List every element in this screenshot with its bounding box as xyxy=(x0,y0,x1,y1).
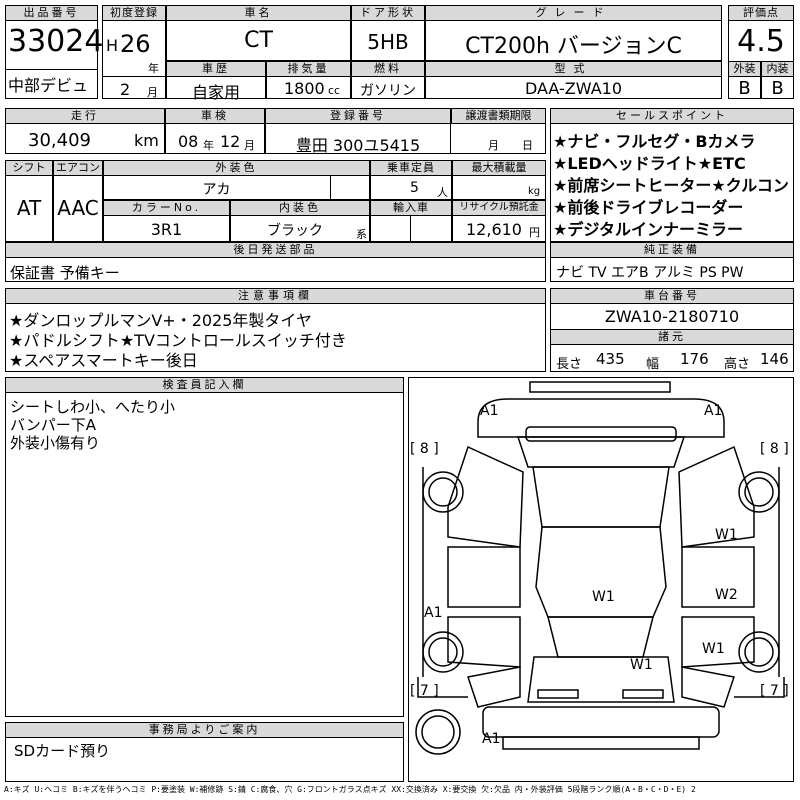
month-unit: 月 xyxy=(147,86,158,99)
door-type: 5HB xyxy=(367,30,409,54)
later-parts-value: 保証書 予備キー xyxy=(10,264,120,282)
displacement-unit: cc xyxy=(328,84,341,97)
inspector-header: 検査員記入欄 xyxy=(5,377,404,393)
int-grade: B xyxy=(771,78,784,99)
capacity-unit: 人 xyxy=(437,186,448,199)
legend: A:キズ U:ヘコミ B:キズを伴うヘコミ P:要塗装 W:補修跡 S:錆 C:… xyxy=(4,785,696,794)
int-color-value: ブラック xyxy=(267,223,323,239)
sales-points-header: セールスポイント xyxy=(550,108,794,124)
office-value: SDカード預り xyxy=(14,742,111,760)
chassis-header: 車台番号 xyxy=(550,288,794,304)
height-label: 高さ xyxy=(724,357,751,372)
inspection-year: 08 xyxy=(178,132,199,151)
sales-point-4: ★前後ドライブレコーダー xyxy=(553,198,744,217)
mileage-value: 30,409 xyxy=(28,130,91,151)
sales-point-5: ★デジタルインナーミラー xyxy=(553,220,744,239)
equipment-value: ナビ TV エアB アルミ PS PW xyxy=(556,265,744,281)
mark-w2-right-rear: W2 xyxy=(715,587,738,603)
ext-grade: B xyxy=(738,78,751,99)
era: H xyxy=(106,36,119,55)
inspection-month: 12 xyxy=(220,132,241,151)
mileage-unit: km xyxy=(134,131,159,150)
first-reg-header: 初度登録 xyxy=(102,5,166,21)
inspection-year-unit: 年 xyxy=(203,139,214,152)
transfer-month-unit: 月 xyxy=(488,139,499,152)
office-header: 事務局よりご案内 xyxy=(5,722,404,738)
color-no-header: カラーNo. xyxy=(103,200,230,216)
aircon-header: エアコン xyxy=(53,160,103,176)
lot-number: 33024 xyxy=(8,24,104,59)
mark-a1-front-left: A1 xyxy=(480,403,498,419)
max-load-header: 最大積載量 xyxy=(452,160,546,176)
length-value: 435 xyxy=(596,350,625,368)
lot-header: 出品番号 xyxy=(5,5,98,21)
transfer-header: 譲渡書類期限 xyxy=(451,108,546,124)
inspection-month-unit: 月 xyxy=(244,139,255,152)
displacement-header: 排気量 xyxy=(266,61,351,77)
notes-header: 注意事項欄 xyxy=(5,288,546,304)
shift-value: AT xyxy=(16,196,42,220)
model-code: DAA-ZWA10 xyxy=(524,79,622,98)
mark-w1-rear: W1 xyxy=(630,657,653,673)
mark-a1-rear: A1 xyxy=(482,731,500,747)
int-color-suffix: 系 xyxy=(356,228,367,241)
inspector-line-3: 外装小傷有り xyxy=(10,434,101,452)
sales-point-2: ★LEDヘッドライト★ETC xyxy=(553,154,746,173)
fuel-value: ガソリン xyxy=(360,83,416,99)
ext-color-value: アカ xyxy=(202,182,231,198)
note-2: ★パドルシフト★TVコントロールスイッチ付き xyxy=(9,331,347,350)
car-diagram xyxy=(408,377,794,782)
first-reg-month: 2 xyxy=(120,80,131,99)
year-unit: 年 xyxy=(148,62,159,75)
score-header: 評価点 xyxy=(728,5,794,21)
mark-a1-left: A1 xyxy=(424,605,442,621)
note-3: ★スペアスマートキー後日 xyxy=(9,351,198,370)
width-value: 176 xyxy=(680,350,709,368)
recycle-value: 12,610 xyxy=(466,220,522,239)
first-reg-year: 26 xyxy=(120,30,151,58)
mark-w1-right-lower: W1 xyxy=(702,641,725,657)
grade-value: CT200h バージョンC xyxy=(465,34,682,59)
plate-value: 豊田 300ユ5415 xyxy=(295,136,421,155)
transfer-day-unit: 日 xyxy=(522,139,533,152)
dims-header: 諸元 xyxy=(550,329,794,345)
mark-w1-roof: W1 xyxy=(592,589,615,605)
region-label: 中部デビュ xyxy=(8,76,89,95)
color-no-value: 3R1 xyxy=(150,220,183,239)
aircon-value: AAC xyxy=(57,196,99,220)
mark-tire-fr: [ 8 ] xyxy=(760,441,789,457)
car-name: CT xyxy=(244,28,273,53)
car-diagram-drawing: A1 A1 [ 8 ] [ 8 ] W1 W1 W2 A1 W1 W1 [ 7 … xyxy=(410,381,789,755)
mark-a1-front-right: A1 xyxy=(704,403,722,419)
mark-tire-fl: [ 8 ] xyxy=(410,441,439,457)
width-label: 幅 xyxy=(646,357,660,372)
height-value: 146 xyxy=(760,350,789,368)
mark-tire-rr: [ 7 ] xyxy=(760,683,789,699)
displacement-value: 1800 xyxy=(284,79,325,98)
inspector-line-1: シートしわ小、へたり小 xyxy=(10,398,176,416)
length-label: 長さ xyxy=(556,357,583,372)
note-1: ★ダンロップルマンV+・2025年製タイヤ xyxy=(9,311,312,330)
max-load-unit: kg xyxy=(528,186,541,197)
mark-tire-rl: [ 7 ] xyxy=(410,683,439,699)
chassis-value: ZWA10-2180710 xyxy=(604,307,740,326)
inspector-line-2: バンパー下A xyxy=(10,416,97,434)
history-value: 自家用 xyxy=(191,83,240,102)
recycle-unit: 円 xyxy=(529,226,540,239)
score-value: 4.5 xyxy=(737,24,785,59)
sales-point-3: ★前席シートヒーター★クルコン xyxy=(553,176,789,195)
mark-w1-right-front: W1 xyxy=(715,527,738,543)
capacity-value: 5 xyxy=(410,180,419,196)
sales-point-1: ★ナビ・フルセグ・Bカメラ xyxy=(553,132,756,151)
